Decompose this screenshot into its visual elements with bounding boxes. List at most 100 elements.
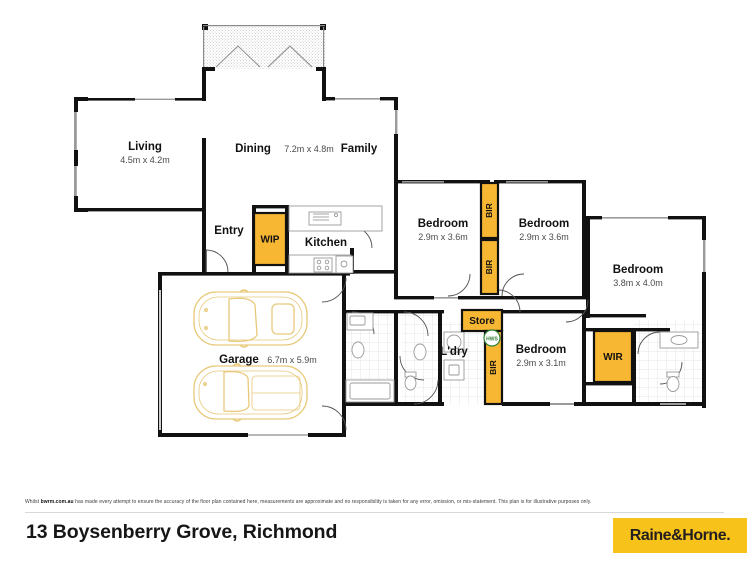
door-bed2 (447, 273, 471, 297)
car-top-mirror-a (239, 289, 249, 293)
wall-bed4-bottom-a (502, 402, 550, 406)
storage-fill-wir (592, 329, 634, 384)
sink-tap (333, 212, 339, 218)
car-bottom (193, 363, 308, 422)
storage-fill-bir-a (479, 181, 500, 240)
hws-icon (483, 329, 501, 347)
burner-2 (324, 259, 330, 265)
porch-door-right (267, 45, 313, 68)
ldry-basin (413, 343, 427, 361)
wall-bed2-left (394, 180, 398, 298)
garage-cars (193, 289, 308, 422)
porch-post-left (202, 24, 208, 30)
room-dimension-bed2: 2.9m x 3.6m (418, 232, 468, 242)
window-living-left-b (74, 166, 77, 196)
room-name-living: Living (128, 141, 162, 153)
hws-marker: HWS (483, 329, 501, 347)
car-bottom-light-a (203, 382, 207, 386)
door-ldry (403, 311, 429, 337)
wall-ensuite-right-a (702, 300, 706, 324)
wall-ldry-right (438, 310, 442, 406)
room-name-entry: Entry (214, 225, 244, 237)
hws-label: HWS (486, 337, 498, 343)
wall-porch-left-stub (202, 67, 215, 71)
wall-bed3-bottom (494, 296, 586, 300)
room-name-dining: Dining (235, 143, 271, 155)
wall-bed1-right-a (702, 216, 706, 240)
agency-logo[interactable]: Raine&Horne. (613, 518, 747, 553)
room-dimension-garage: 6.7m x 5.9m (267, 355, 317, 365)
wall-entry-left (202, 212, 206, 274)
burner-1 (316, 259, 322, 265)
wall-bed1-top-b (668, 216, 706, 220)
door-entry (205, 249, 229, 273)
wall-wir-right (632, 328, 636, 383)
window-family-right (395, 110, 398, 134)
car-top-rear-window (271, 303, 295, 335)
car-bottom-windshield (223, 370, 250, 413)
wall-living-bottom-stub (74, 208, 88, 212)
car-top (193, 289, 308, 348)
car-bottom-body (193, 365, 308, 420)
disclaimer-site: bwrm.com.au (40, 499, 74, 505)
room-dimension-open-dim: 7.2m x 4.8m (284, 144, 334, 154)
storage-bir-c: BIR (483, 329, 504, 406)
wall-bath-bottom (342, 402, 394, 406)
kitchen-sink (308, 211, 342, 226)
wall-ensuite-top (636, 328, 670, 332)
oven-dial (340, 260, 348, 268)
wall-hall-bottom (160, 272, 350, 276)
garage-door-opening (248, 434, 308, 436)
room-name-bed2: Bedroom (418, 218, 468, 230)
car-top-body (193, 291, 308, 346)
door-bed3 (501, 273, 525, 297)
storage-label-wip: WIP (261, 234, 280, 245)
wall-family-tr (394, 97, 398, 110)
storage-fill-store (460, 308, 504, 333)
wall-ensuite-left (632, 380, 636, 406)
room-name-bed4: Bedroom (516, 344, 566, 356)
wall-bed1-left (586, 216, 590, 318)
wall-wir-top (586, 328, 636, 332)
storage-label-wir: WIR (603, 352, 623, 363)
storage-wip: WIP (252, 211, 288, 267)
wall-bed2-bottom-b (458, 296, 494, 300)
wet-area-fixtures (345, 312, 699, 403)
door-bed1 (565, 299, 589, 323)
wc-pan (404, 375, 417, 391)
bath-vanity-basin (349, 315, 366, 326)
wall-bed1-bottom (586, 314, 646, 318)
wall-living-tl (74, 97, 78, 112)
property-address: 13 Boysenberry Grove, Richmond (26, 521, 338, 543)
wall-garage-bottom-b (308, 433, 346, 437)
car-top-windshield (228, 297, 258, 343)
wall-bed1-right-b (702, 272, 706, 408)
room-name-kitchen: Kitchen (305, 237, 347, 249)
wall-bed1-top-a (586, 216, 602, 220)
room-name-bed1: Bedroom (613, 264, 663, 276)
storage-fill-bir-b (479, 238, 500, 296)
car-bottom-mirror-b (232, 418, 242, 422)
porch-floor (204, 25, 326, 69)
room-name-laundry: L'dry (440, 346, 468, 358)
opening-bed2-bottom (434, 297, 458, 299)
kitchen-bench-top (288, 205, 383, 232)
wall-living-bottom (88, 208, 206, 212)
wall-living-bottom-left (74, 196, 78, 212)
wall-bath-top-b (398, 310, 444, 314)
door-ldry-ext (413, 379, 439, 405)
burner-3 (316, 265, 322, 271)
car-top-light-b (204, 326, 208, 330)
window-living-top (135, 98, 175, 100)
wall-wc-right (394, 310, 398, 406)
storage-label-bir-b: BIR (484, 260, 494, 275)
window-living-left (74, 112, 77, 150)
ldry-trough-bowl (446, 334, 462, 350)
room-name-bed3: Bedroom (519, 218, 569, 230)
kitchen-cooktop (313, 257, 333, 273)
room-dimension-bed4: 2.9m x 3.1m (516, 358, 566, 368)
wall-living-top-a (88, 98, 135, 101)
